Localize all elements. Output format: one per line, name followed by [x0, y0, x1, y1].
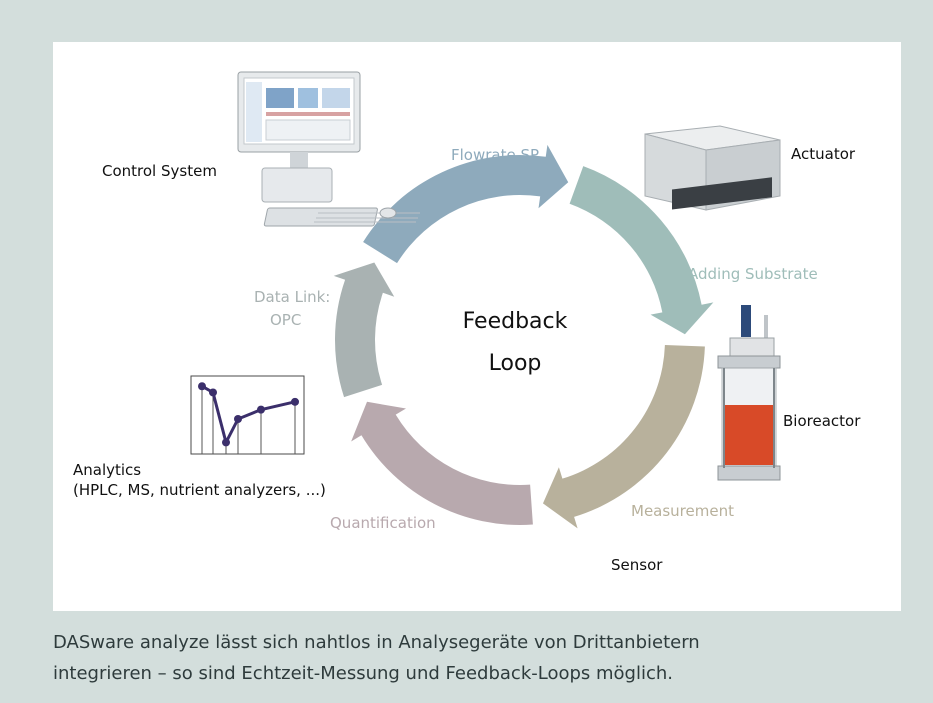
cycle-arrow-3: [351, 401, 533, 525]
cycle-arrow-0: [363, 144, 569, 264]
plot-point: [234, 415, 242, 423]
plot-point: [257, 405, 265, 414]
caption-line2: integrieren – so sind Echtzeit-Messung u…: [53, 663, 673, 684]
stage-flowrate-sp: Flowrate SP: [451, 146, 540, 164]
label-bioreactor: Bioreactor: [783, 412, 861, 430]
label-analytics-detail: (HPLC, MS, nutrient analyzers, ...): [73, 481, 326, 499]
stage-data-link-opc: OPC: [270, 311, 302, 329]
control-system-computer-illustration: [237, 71, 420, 227]
analytics-plot-line: [198, 382, 299, 454]
cycle-arrows: [333, 144, 714, 529]
plot-point: [198, 382, 206, 391]
plot-point: [291, 397, 299, 406]
label-control-system: Control System: [102, 162, 217, 180]
cycle-arrow-2: [542, 345, 705, 529]
cycle-arrow-1: [569, 166, 714, 335]
plot-point: [222, 438, 230, 447]
plot-point: [209, 388, 217, 397]
center-title-line1: Feedback: [462, 309, 568, 334]
stage-measurement: Measurement: [631, 502, 734, 520]
caption-line1: DASware analyze lässt sich nahtlos in An…: [53, 632, 700, 653]
actuator-pump-illustration: [644, 125, 781, 211]
stage-adding-substrate: Adding Substrate: [688, 265, 818, 283]
label-sensor: Sensor: [611, 556, 663, 574]
stage-quantification: Quantification: [330, 514, 436, 532]
figure-caption: DASware analyze lässt sich nahtlos in An…: [53, 627, 913, 689]
stage-data-link: Data Link:: [254, 288, 331, 306]
cycle-arrow-4: [333, 262, 395, 398]
label-analytics: Analytics: [73, 461, 142, 479]
bioreactor-illustration: [717, 305, 781, 481]
label-actuator: Actuator: [791, 145, 856, 163]
analytics-chart-illustration: [190, 375, 305, 455]
center-title-line2: Loop: [488, 351, 542, 376]
